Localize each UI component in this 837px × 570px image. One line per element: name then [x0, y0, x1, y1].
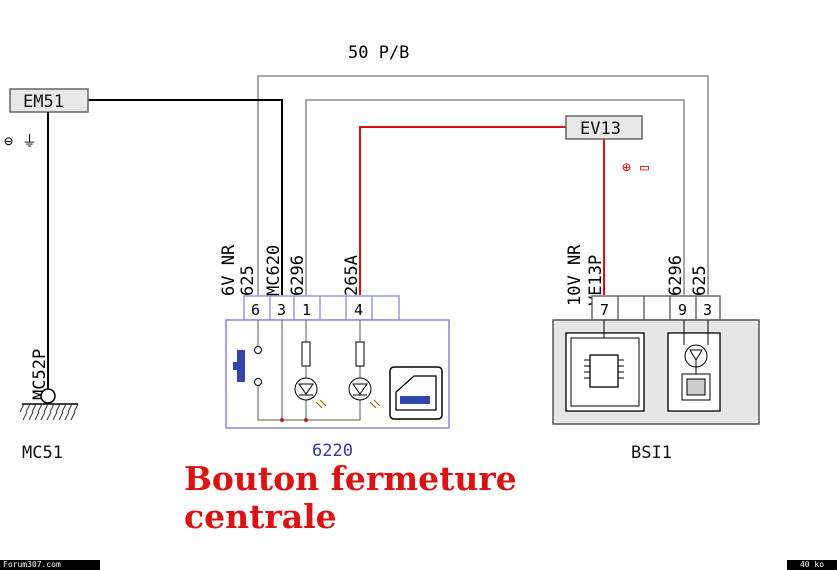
- bus-wire-6296: [305, 99, 685, 295]
- bsi-pin-3: 3: [703, 301, 712, 319]
- resistor-2-icon: [355, 341, 365, 367]
- diagram-caption: Bouton fermeture centrale: [184, 460, 517, 536]
- switch-pin-4: 4: [354, 301, 363, 319]
- switch-wire-265a: 265A: [342, 255, 362, 296]
- ground-terminal-icon: [40, 388, 56, 404]
- bsi-connector: 7 9 3: [591, 295, 721, 321]
- chip-icon: [584, 354, 624, 388]
- switch-wire-6296: 6296: [288, 255, 308, 296]
- bsi-wire-6296: 6296: [666, 255, 686, 296]
- switch-pin-1: 1: [302, 301, 311, 319]
- ground-hatch-icon: [19, 403, 79, 421]
- bsi-header-line2: VE13P: [586, 255, 606, 306]
- led-2-icon: [348, 377, 381, 409]
- mc52p-label: MC52P: [30, 349, 50, 400]
- ev13-label: EV13: [580, 119, 621, 139]
- bsi-pin-9: 9: [678, 301, 687, 319]
- switch-6220-body[interactable]: [225, 319, 450, 429]
- switch-wire-mc620: MC620: [264, 245, 284, 296]
- caption-line-2: centrale: [184, 497, 337, 536]
- footer-site-label[interactable]: Forum307.com: [0, 560, 100, 570]
- switch-header-line2: 625: [238, 265, 258, 296]
- switch-header-line1: 6V NR: [219, 244, 239, 296]
- switch-pin-6: 6: [251, 301, 260, 319]
- switch-button-icon: [237, 350, 245, 382]
- caption-line-1: Bouton fermeture: [184, 459, 517, 498]
- bsi1-label: BSI1: [631, 443, 672, 463]
- switch-id-label: 6220: [312, 441, 353, 461]
- resistor-1-icon: [301, 341, 311, 367]
- footer-size-label: 40 ko: [787, 560, 837, 570]
- wire-mc620: [88, 99, 283, 295]
- em51-node[interactable]: EM51: [9, 88, 89, 113]
- door-lock-icon: [389, 366, 443, 420]
- switch-pin-3: 3: [277, 301, 286, 319]
- switch-connector: 6 3 1 4: [243, 295, 400, 321]
- ev13-node[interactable]: EV13: [565, 115, 643, 140]
- battery-plus-icon: ⊕ ▭: [622, 158, 649, 176]
- bsi1-body[interactable]: [552, 319, 760, 425]
- led-1-icon: [294, 377, 327, 409]
- bus-wire-625: [257, 75, 709, 295]
- bsi-wire-625: 625: [690, 265, 710, 296]
- module-chip-icon: [681, 373, 711, 401]
- em51-label: EM51: [23, 92, 64, 112]
- ground-minus-icon: ⊖ ⏚: [4, 132, 37, 150]
- bus-label: 50 P/B: [348, 43, 409, 63]
- transistor-icon: [684, 344, 708, 374]
- wire-265a: [359, 126, 566, 295]
- bsi-header-line1: 10V NR: [565, 244, 585, 306]
- mc51-label: MC51: [22, 443, 63, 463]
- bsi-pin-7: 7: [600, 301, 609, 319]
